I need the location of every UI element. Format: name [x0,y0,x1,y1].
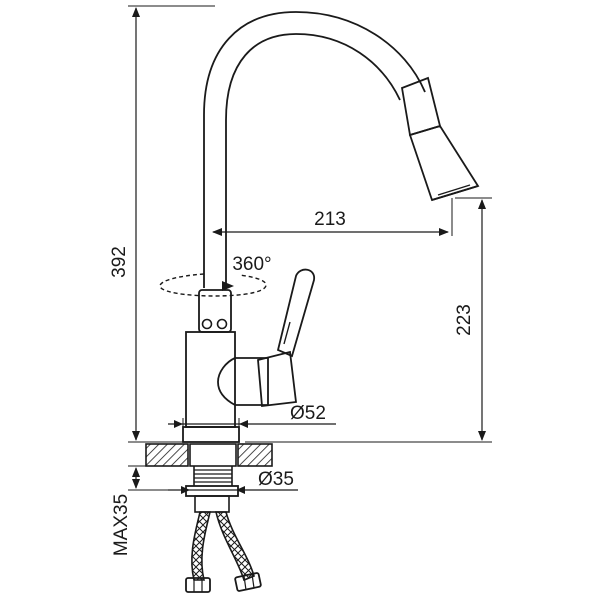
mounting-shank [185,443,239,513]
hose-right-fitting-detail2 [251,573,255,589]
spray-head-upper [400,76,442,137]
spout-outer-curve [203,11,426,288]
rotation-ellipse [159,273,267,297]
countertop [145,443,273,467]
spout-height-dimension: 223 [245,197,492,443]
spray-head-outlet-ring [437,184,471,196]
hose-right-fitting-detail [243,575,247,591]
countertop-right [237,443,273,467]
rotation-indicator: 360° [159,254,272,297]
spout-inner-curve [225,33,401,288]
hose-left-fitting [185,577,211,593]
hose-left [191,511,211,581]
shank-lower [194,495,230,513]
lever-arm [276,268,315,358]
mounting-nut [185,485,239,497]
handle-base [257,350,298,408]
spray-head [400,76,480,202]
rotation-label: 360° [232,254,271,275]
d35-arrow-right [236,486,245,494]
swivel-screw-right [216,318,228,330]
total-height-label: 392 [109,246,130,278]
body-cylinder [185,331,236,428]
hose-right-fitting [234,572,262,592]
swivel-screw-left [201,318,213,330]
shank-upper [189,443,237,467]
lever-handle [276,268,315,358]
d52-arrow-left [174,420,183,428]
d35-dimension: Ø35 [168,469,298,494]
spout-reach-label: 213 [314,209,346,230]
total-height-dimension: 392 [109,5,215,443]
max35-label: MAX35 [111,494,132,556]
lever-detail [283,321,291,345]
max35-dimension: MAX35 [111,465,186,556]
d52-arrow-right [239,420,248,428]
base-flange: Ø52 [168,403,336,443]
spray-head-outlet [431,185,479,201]
spout-height-label: 223 [454,304,475,336]
spout-reach-dimension: 213 [212,198,453,236]
hose-right [214,511,255,582]
d35-label: Ø35 [258,469,294,490]
shank-threads [194,469,232,483]
countertop-left [145,443,189,467]
spout [203,11,426,288]
supply-hoses [185,511,262,593]
cartridge-housing [217,357,269,406]
d52-label: Ø52 [290,403,326,424]
rotation-arrowhead [222,281,234,291]
base-escutcheon [182,426,240,443]
